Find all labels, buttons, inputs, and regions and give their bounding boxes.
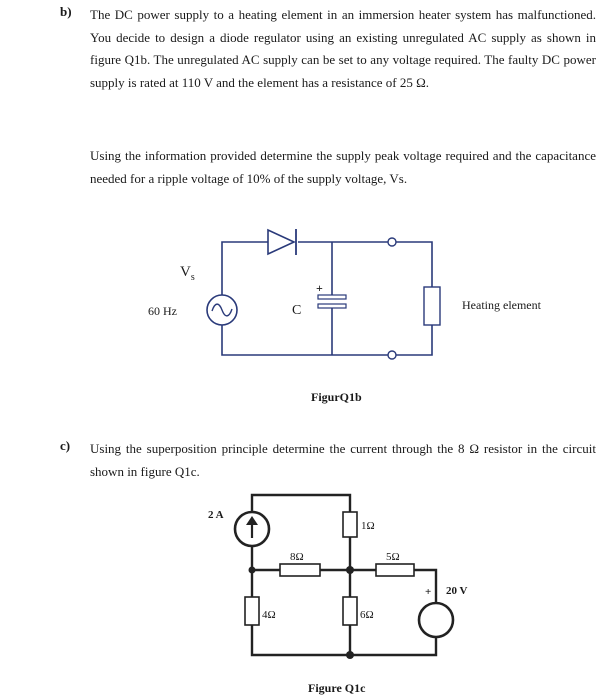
resistor-5-ohm: [375, 563, 415, 577]
q1b-top-left-wire: [221, 241, 268, 295]
resistor-1-ohm-label: 1Ω: [361, 520, 375, 532]
voltage-source: [417, 601, 455, 639]
output-terminal-bottom: [387, 350, 397, 360]
junction-left: [248, 566, 256, 574]
part-c-label: c): [60, 438, 71, 453]
q1c-top-wire: [250, 493, 352, 512]
part-b-paragraph-2: Using the information provided determine…: [90, 148, 596, 186]
resistor-6-ohm: [342, 596, 358, 626]
source-voltage-label: Vs: [180, 264, 195, 283]
q1b-cap-plus: +: [316, 281, 323, 295]
resistor-4-ohm: [244, 596, 260, 626]
voltage-source-label: 20 V: [446, 585, 468, 597]
current-source-label: 2 A: [208, 509, 224, 521]
q1c-left-bottom-wire: [250, 625, 438, 657]
figure-q1b-caption: FigurQ1b: [311, 390, 362, 404]
part-b-label: b): [60, 4, 72, 19]
q1c-mid-right-wire: [414, 568, 438, 603]
resistor-8-ohm: [279, 563, 321, 577]
heating-element-resistor: [423, 286, 441, 326]
q1b-load-bottom-wire: [396, 325, 433, 356]
q1b-load-top-wire: [396, 241, 433, 287]
figure-q1b: + C Vs 60 Hz Heating element FigurQ1b: [148, 228, 542, 404]
figure-q1c-caption: Figure Q1c: [308, 681, 366, 695]
part-b-paragraph-1: The DC power supply to a heating element…: [90, 7, 596, 90]
resistor-5-ohm-label: 5Ω: [386, 551, 400, 563]
figure-q1c: 2 A 1Ω 8Ω 5Ω 4Ω 6Ω + 20 V Figure Q1c: [208, 493, 468, 695]
diode: [267, 228, 297, 256]
capacitor: [317, 294, 347, 309]
resistor-1-ohm: [342, 511, 358, 538]
q1b-bottom-wire: [221, 325, 388, 356]
ac-source: [206, 294, 238, 326]
resistor-4-ohm-label: 4Ω: [262, 609, 276, 621]
part-c-paragraph: Using the superposition principle determ…: [90, 441, 596, 479]
q1b-cap-label: C: [292, 303, 301, 318]
junction-bottom: [346, 651, 354, 659]
heating-element-label: Heating element: [462, 298, 542, 312]
resistor-8-ohm-label: 8Ω: [290, 551, 304, 563]
resistor-6-ohm-label: 6Ω: [360, 609, 374, 621]
current-source: [233, 510, 271, 548]
voltage-source-plus: +: [425, 586, 431, 598]
frequency-label: 60 Hz: [148, 304, 177, 318]
output-terminal-top: [387, 237, 397, 247]
junction-center: [346, 566, 354, 574]
